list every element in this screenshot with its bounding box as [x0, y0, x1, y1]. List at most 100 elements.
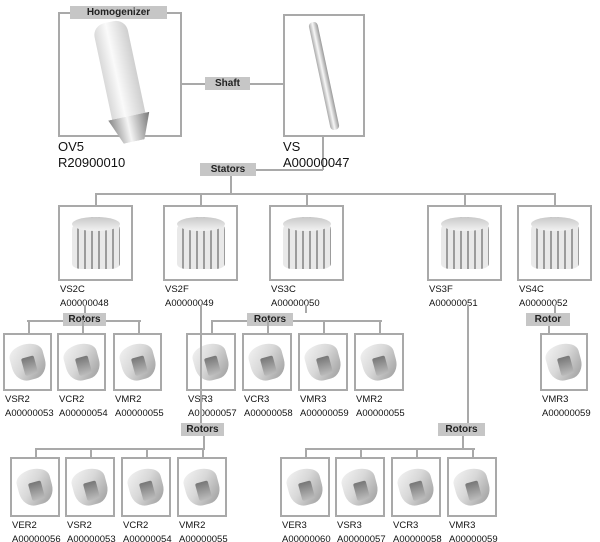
- model-name: VS: [283, 139, 301, 154]
- connector-line: [305, 448, 475, 450]
- rotors-label-vs3c: Rotors: [247, 313, 293, 326]
- article-code: A00000056: [12, 534, 61, 542]
- stator-vs2c-image: [71, 217, 120, 269]
- article-code: A00000057: [188, 408, 237, 419]
- rotor-vcr3-image: [245, 340, 289, 384]
- connector-line: [305, 305, 307, 313]
- connector-line: [211, 320, 213, 333]
- homogenizer-box[interactable]: [58, 12, 182, 137]
- model-name: VMR2: [179, 520, 206, 531]
- rotors-label-vs2f: Rotors: [181, 423, 224, 436]
- rotor-vsr3-box[interactable]: [335, 457, 385, 517]
- rotor-vsr3-box[interactable]: [186, 333, 236, 391]
- stator-vs2c-box[interactable]: [58, 205, 133, 281]
- rotor-vcr2-image: [60, 340, 103, 384]
- rotor-vmr3-box[interactable]: [298, 333, 348, 391]
- stator-vs3f-box[interactable]: [427, 205, 502, 281]
- stator-vs3f-image: [440, 217, 489, 269]
- connector-line: [323, 320, 325, 333]
- connector-line: [200, 305, 202, 423]
- rotor-vcr2-box[interactable]: [57, 333, 106, 391]
- article-code: A00000059: [300, 408, 349, 419]
- stator-vs2f-image: [176, 217, 225, 269]
- connector-line: [27, 320, 30, 333]
- article-code: A00000059: [449, 534, 498, 542]
- connector-line: [200, 193, 202, 205]
- homogenizer-image: [92, 18, 148, 131]
- connector-line: [95, 193, 97, 205]
- model-name: VS2F: [165, 284, 189, 295]
- model-name: VCR3: [244, 394, 270, 405]
- article-code: A00000055: [356, 408, 405, 419]
- connector-line: [548, 326, 550, 333]
- connector-line: [472, 448, 474, 457]
- rotor-vmr2-image: [116, 340, 159, 384]
- connector-line: [202, 436, 205, 448]
- stator-vs3c-box[interactable]: [269, 205, 344, 281]
- rotor-vsr2-box[interactable]: [3, 333, 52, 391]
- rotors-label-vs4c: Rotor: [526, 313, 570, 326]
- rotor-vsr2-image: [68, 465, 112, 509]
- article-code: A00000050: [271, 298, 320, 309]
- model-name: VMR3: [449, 520, 476, 531]
- rotors-label-vs2c: Rotors: [63, 313, 106, 326]
- rotor-vsr2-image: [6, 340, 49, 384]
- rotor-vcr3-box[interactable]: [242, 333, 292, 391]
- model-name: VCR2: [123, 520, 149, 531]
- model-name: VCR3: [393, 520, 419, 531]
- model-name: VS4C: [519, 284, 544, 295]
- rotor-vsr2-box[interactable]: [65, 457, 115, 517]
- rotor-vmr3-box[interactable]: [540, 333, 588, 391]
- connector-line: [322, 136, 324, 170]
- rotor-vcr3-box[interactable]: [391, 457, 441, 517]
- rotor-vmr2-box[interactable]: [177, 457, 227, 517]
- rotor-vcr3-image: [394, 465, 438, 509]
- model-name: VMR2: [115, 394, 142, 405]
- connector-line: [230, 176, 232, 194]
- model-name: VSR3: [337, 520, 362, 531]
- rotor-vcr2-box[interactable]: [121, 457, 171, 517]
- article-code: A00000055: [115, 408, 164, 419]
- article-code: A00000053: [67, 534, 116, 542]
- rotor-vmr2-box[interactable]: [354, 333, 404, 391]
- connector-line: [81, 320, 84, 333]
- connector-line: [379, 320, 381, 333]
- shaft-image: [308, 20, 340, 131]
- connector-line: [137, 320, 140, 333]
- model-name: VS2C: [60, 284, 85, 295]
- connector-line: [202, 448, 204, 457]
- stators-label: Stators: [200, 163, 256, 176]
- model-name: OV5: [58, 139, 85, 154]
- article-code: A00000054: [123, 534, 172, 542]
- connector-line: [146, 448, 148, 457]
- article-code: A00000047: [283, 155, 350, 170]
- rotor-vmr2-box[interactable]: [113, 333, 162, 391]
- rotor-ver2-box[interactable]: [10, 457, 60, 517]
- stator-vs2f-box[interactable]: [163, 205, 238, 281]
- connector-line: [267, 320, 269, 333]
- connector-line: [305, 448, 307, 457]
- connector-line: [461, 436, 464, 448]
- connector-line: [211, 320, 382, 322]
- rotor-ver3-box[interactable]: [280, 457, 330, 517]
- connector-line: [90, 448, 92, 457]
- article-code: A00000052: [519, 298, 568, 309]
- homogenizer-label: Homogenizer: [70, 6, 167, 19]
- rotor-vmr3-box[interactable]: [447, 457, 497, 517]
- rotors-label-vs3f: Rotors: [438, 423, 485, 436]
- shaft-box[interactable]: [283, 14, 365, 137]
- stator-vs4c-box[interactable]: [517, 205, 592, 281]
